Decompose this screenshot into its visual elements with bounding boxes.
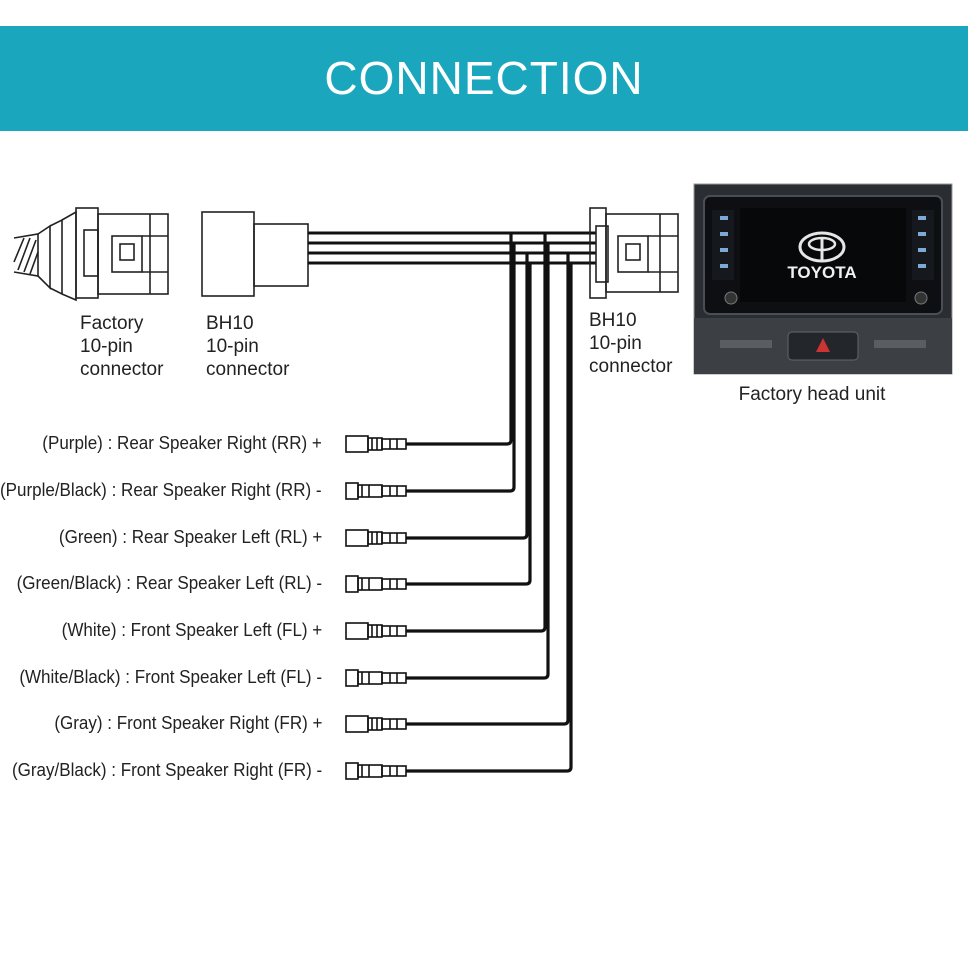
title-banner [0,26,968,131]
page-title: CONNECTION [324,52,644,104]
spade-terminals [345,435,407,780]
head-unit-image [693,183,953,375]
male-spade-terminal-icon [345,529,407,547]
bh10-connector-left-icon [201,211,309,297]
bh10-right-label: BH10 10-pin connector [589,310,673,377]
male-spade-terminal-icon [345,435,407,453]
branch-wire [406,243,550,680]
wire-label: (Green) : Rear Speaker Left (RL) + [58,526,322,547]
wire-label: (Green/Black) : Rear Speaker Left (RL) - [16,572,322,593]
factory-connector-label: Factory 10-pin connector [80,313,164,380]
wire-label: (White/Black) : Front Speaker Left (FL) … [19,666,322,687]
female-spade-terminal-icon [345,482,407,500]
branch-wire [406,243,516,493]
female-spade-terminal-icon [345,669,407,687]
female-spade-terminal-icon [345,575,407,593]
branch-wires [406,233,573,773]
branch-wire [406,253,529,540]
head-unit-caption: Factory head unit [738,384,886,405]
branch-wire [406,263,573,773]
head-unit-brand: TOYOTA [787,263,856,282]
factory-connector-icon [13,207,169,302]
branch-wire [406,253,570,726]
wire-label: (Gray) : Front Speaker Right (FR) + [53,712,322,733]
male-spade-terminal-icon [345,622,407,640]
bh10-connector-right-icon [589,207,679,299]
wire-label: (Purple/Black) : Rear Speaker Right (RR)… [0,479,322,500]
branch-wire [406,263,532,586]
female-spade-terminal-icon [345,762,407,780]
wire-label: (Gray/Black) : Front Speaker Right (FR) … [11,759,322,780]
branch-wire [406,233,513,446]
wire-label: (White) : Front Speaker Left (FL) + [61,619,322,640]
harness-wires [308,231,596,265]
bh10-left-label: BH10 10-pin connector [206,313,290,380]
male-spade-terminal-icon [345,715,407,733]
wire-label: (Purple) : Rear Speaker Right (RR) + [42,432,322,453]
branch-wire [406,233,547,633]
